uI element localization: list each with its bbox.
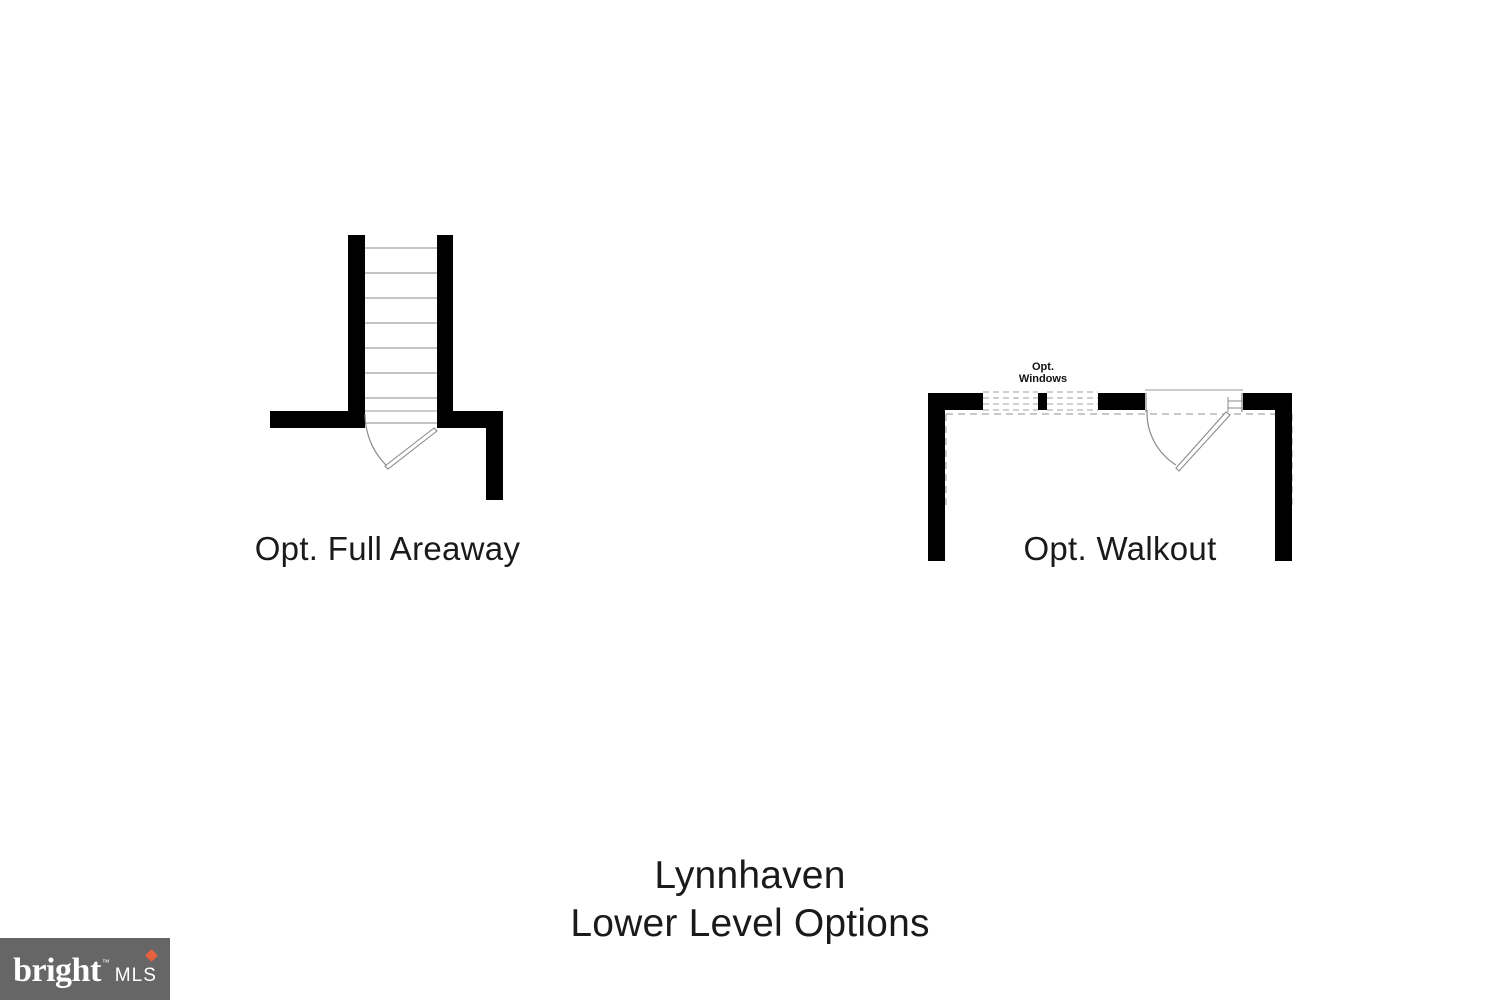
caption-opt-walkout: Opt. Walkout [1023,530,1217,567]
watermark-brand-text: bright [13,952,101,989]
watermark-mls-text: MLS [114,965,157,986]
walkout-door-leaf [1175,411,1231,472]
opt-windows-label-line1: Opt. [1032,361,1054,373]
watermark-diamond-icon [145,949,158,962]
walkout-door-swing-arc [1146,409,1177,466]
walkout-left-wall [928,393,945,561]
plan-name: Lynnhaven [654,854,846,897]
areaway-right-wall [437,235,453,428]
walkout-svg: Opt. Windows [928,361,1293,561]
bright-mls-watermark: bright ™ MLS [0,938,170,1000]
interior-dashed-outline [945,413,1293,508]
opt-windows-label-line2: Windows [1019,373,1067,385]
walkout-right-wall [1275,393,1292,561]
watermark-trademark-symbol: ™ [101,958,110,967]
opt-window-unit-left [983,391,1038,411]
door-leaf [384,427,438,470]
areaway-left-wall [348,235,365,428]
stair-treads [365,247,437,424]
walkout-door-jambs [1145,393,1243,412]
walkout-window-mullion [1038,393,1047,410]
foundation-wall-return [486,411,503,500]
door-swing-arc [364,413,387,466]
caption-opt-full-areaway: Opt. Full Areaway [254,530,521,567]
walkout-door-panel [1227,397,1243,412]
walkout-top-wall-pier [1098,393,1145,410]
foundation-wall-left [270,411,365,428]
areaway-svg [270,235,503,500]
plan-diagram-areaway [180,200,600,600]
plan-diagram-walkout: Opt. Windows [880,340,1340,600]
opt-window-unit-right [1047,391,1098,411]
plan-subtitle: Lower Level Options [570,902,930,945]
title-block: Lynnhaven Lower Level Options [0,852,1500,948]
